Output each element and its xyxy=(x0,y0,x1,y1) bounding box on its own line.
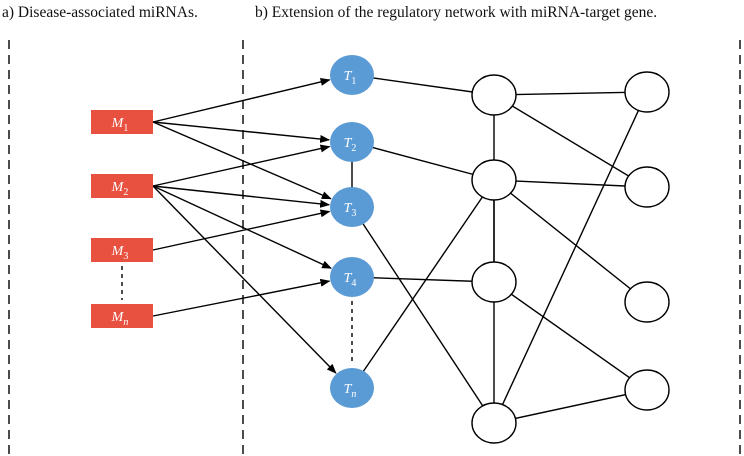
edge-M3-T3 xyxy=(152,209,331,251)
network-node-A4 xyxy=(471,402,517,444)
mirna-label: M3 xyxy=(111,244,129,262)
mirna-node-3: M3 xyxy=(91,238,153,262)
mirna-label: M1 xyxy=(111,116,129,134)
target-label: T2 xyxy=(344,136,357,154)
network-node-B2 xyxy=(624,166,670,208)
caption-disease-mirnas: a) Disease-associated miRNAs. xyxy=(2,4,198,21)
mirna-box xyxy=(91,238,153,262)
target-circle xyxy=(330,368,374,408)
target-label: T1 xyxy=(344,69,357,87)
target-label: T3 xyxy=(344,201,357,219)
mirna-box xyxy=(91,110,153,134)
target-circle xyxy=(330,122,374,162)
network-node-A1 xyxy=(471,74,517,116)
edge-T4-A3 xyxy=(351,276,495,283)
target-gene-node-2: T2 xyxy=(330,122,374,162)
edge-Tn-A2 xyxy=(351,179,495,389)
edge-M1-T2 xyxy=(152,121,331,143)
network-node-A3 xyxy=(471,261,517,303)
target-gene-node-3: T3 xyxy=(330,187,374,227)
edge-A1-B2 xyxy=(493,94,648,188)
edge-M2-T2 xyxy=(152,144,331,187)
edge-A2-B3 xyxy=(493,179,648,303)
edge-A4-B4 xyxy=(493,389,648,424)
target-label: Tn xyxy=(344,382,357,400)
target-circle xyxy=(330,55,374,95)
edge-Mn-T4 xyxy=(152,278,331,317)
network-node-B3 xyxy=(624,281,670,323)
mirna-box xyxy=(91,304,153,328)
edge-A3-B4 xyxy=(493,281,648,391)
caption-network-extension: b) Extension of the regulatory network w… xyxy=(255,4,658,21)
network-node-B1 xyxy=(624,71,670,113)
target-gene-node-n: Tn xyxy=(330,368,374,408)
edge-T2-A2 xyxy=(351,141,495,181)
edge-A4-B1 xyxy=(493,91,648,424)
edge-M2-Tn xyxy=(152,185,337,374)
target-circle xyxy=(330,187,374,227)
edge-A1-B1 xyxy=(493,91,648,96)
edge-T1-A1 xyxy=(351,74,495,96)
target-label: T4 xyxy=(344,271,357,289)
mirna-label: M2 xyxy=(111,180,129,198)
edge-M1-T1 xyxy=(152,78,331,123)
mirna-node-2: M2 xyxy=(91,174,153,198)
network-node-B4 xyxy=(624,369,670,411)
edge-M2-T4 xyxy=(152,185,332,269)
target-gene-node-4: T4 xyxy=(330,257,374,297)
mirna-box xyxy=(91,174,153,198)
edge-A2-B2 xyxy=(493,179,648,188)
edge-M1-T3 xyxy=(152,121,332,200)
mirna-node-n: Mn xyxy=(91,304,153,328)
target-gene-node-1: T1 xyxy=(330,55,374,95)
mirna-label: Mn xyxy=(111,310,129,328)
network-node-A2 xyxy=(471,159,517,201)
mirna-node-1: M1 xyxy=(91,110,153,134)
edge-T3-A4 xyxy=(351,206,495,424)
edge-M2-T3 xyxy=(152,185,331,208)
target-circle xyxy=(330,257,374,297)
